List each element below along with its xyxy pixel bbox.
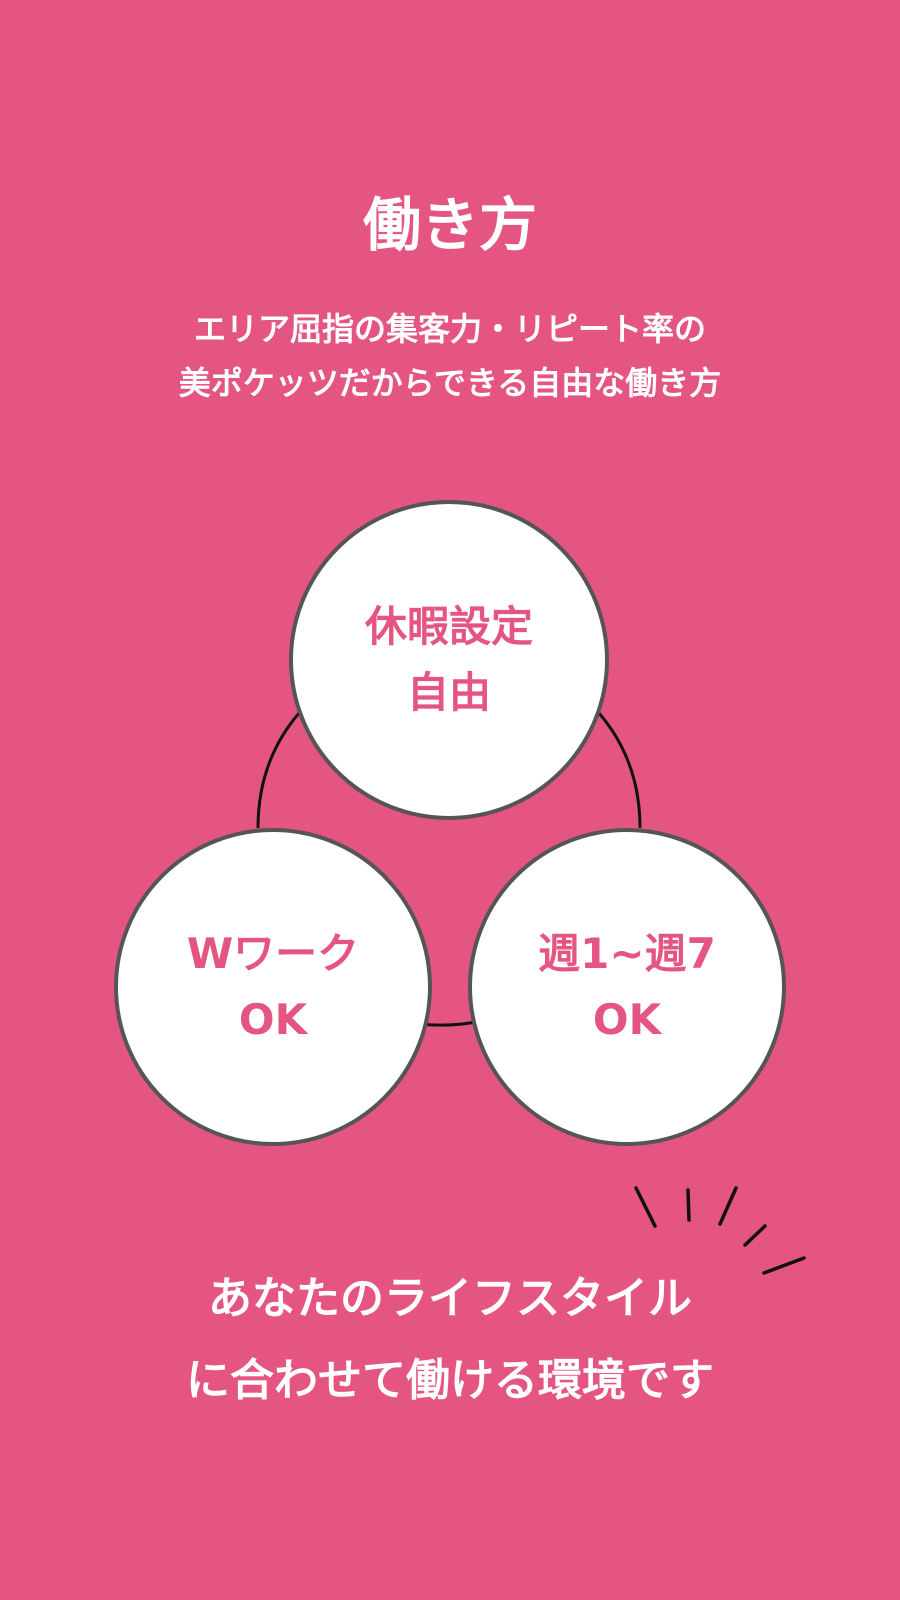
circle-double-work-line1: Wワーク [186, 929, 360, 978]
subtitle-line-1: エリア屈指の集客力・リピート率の [193, 310, 706, 348]
circle-vacation: 休暇設定 自由 [289, 500, 609, 820]
circle-double-work: Wワーク OK [114, 828, 432, 1146]
subtitle-line-2: 美ポケッツだからできる自由な働き方 [178, 364, 722, 402]
connector-left [256, 711, 302, 829]
circle-double-work-line2: OK [238, 995, 308, 1044]
circle-vacation-line2: 自由 [406, 668, 491, 717]
page-title: 働き方 [362, 191, 537, 259]
circle-weekly-shift-line1: 週1~週7 [538, 929, 716, 978]
circle-weekly-shift: 週1~週7 OK [468, 828, 786, 1146]
circle-vacation-line1: 休暇設定 [364, 602, 533, 651]
connector-bottom [419, 1020, 477, 1027]
closing-line-1: あなたのライフスタイル [208, 1273, 692, 1324]
circle-weekly-shift-line2: OK [592, 995, 662, 1044]
connector-right [596, 711, 642, 829]
sparkle-icon [634, 1186, 806, 1275]
closing-message: あなたのライフスタイル に合わせて働ける環境です [0, 1258, 900, 1422]
subtitle: エリア屈指の集客力・リピート率の 美ポケッツだからできる自由な働き方 [0, 302, 900, 410]
closing-line-2: に合わせて働ける環境です [186, 1355, 714, 1406]
